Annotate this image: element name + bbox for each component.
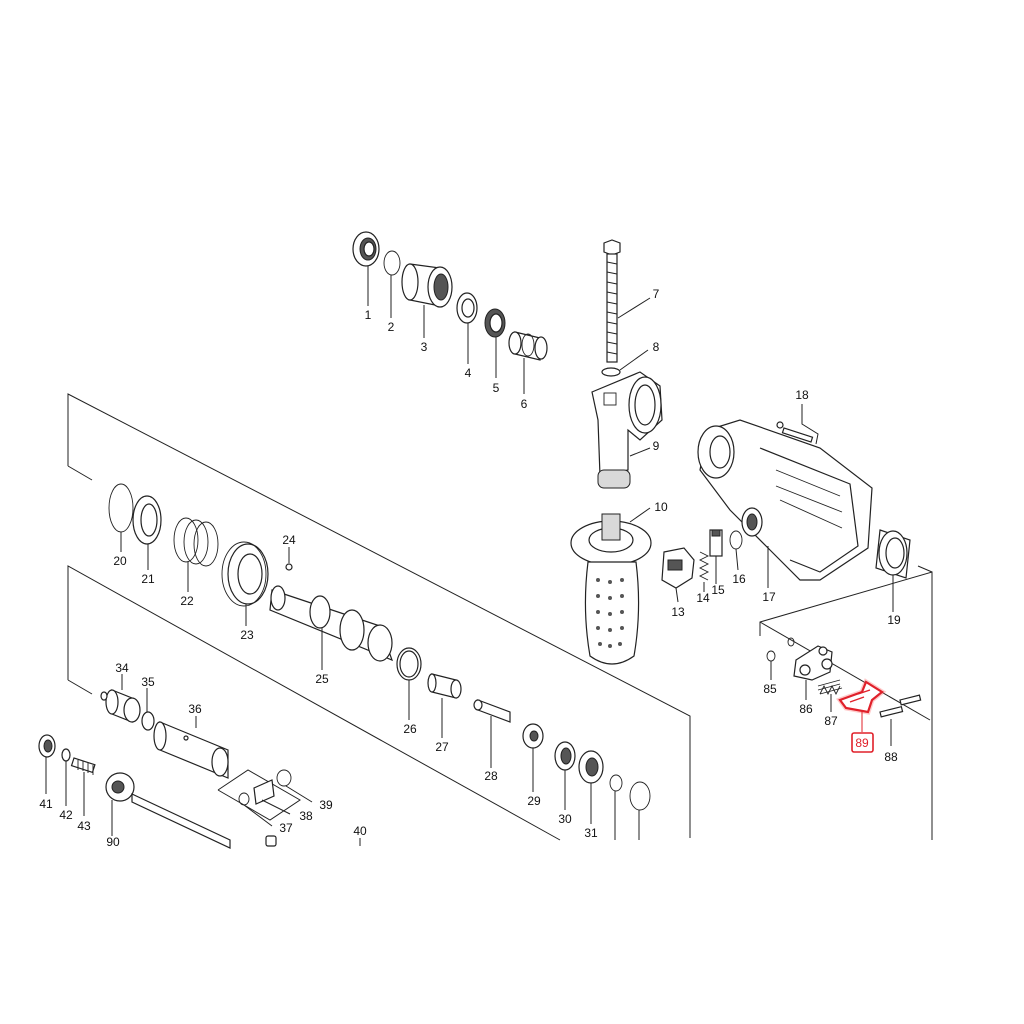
label-part-13: 13 <box>671 605 685 619</box>
part-85-ring <box>766 637 795 662</box>
part-27-sleeve <box>427 673 462 699</box>
part-18-screw <box>776 421 814 443</box>
highlight-box-89 <box>851 732 874 753</box>
part-43-shaft <box>70 757 96 775</box>
part-36-piston-cylinder <box>153 721 229 779</box>
label-part-21: 21 <box>141 572 155 586</box>
label-part-5: 5 <box>493 381 500 395</box>
label-part-85: 85 <box>763 682 777 696</box>
part-87-springs <box>817 679 843 696</box>
label-part-30: 30 <box>558 812 572 826</box>
label-part-3: 3 <box>421 340 428 354</box>
label-part-4: 4 <box>465 366 472 380</box>
group-outlines <box>67 393 933 841</box>
part-labels: 1 2 3 4 5 6 7 8 9 10 13 14 15 16 17 18 1… <box>39 287 901 849</box>
label-part-90: 90 <box>106 835 120 849</box>
label-part-18: 18 <box>795 388 809 402</box>
part-34-piston <box>100 689 141 723</box>
label-part-20: 20 <box>113 554 127 568</box>
label-part-35: 35 <box>141 675 155 689</box>
part-19-ring <box>875 529 911 579</box>
part-86-bracket <box>793 645 833 681</box>
label-part-86: 86 <box>799 702 813 716</box>
label-part-14: 14 <box>696 591 710 605</box>
label-part-38: 38 <box>299 809 313 823</box>
part-41-bearing <box>38 734 56 758</box>
label-part-40: 40 <box>353 824 367 838</box>
label-part-37: 37 <box>279 821 293 835</box>
label-part-6: 6 <box>521 397 528 411</box>
part-8-washer <box>601 367 621 377</box>
label-part-27: 27 <box>435 740 449 754</box>
label-part-42: 42 <box>59 808 73 822</box>
part-13-switch-block <box>661 547 695 589</box>
label-part-15: 15 <box>711 583 725 597</box>
part-15-lever <box>709 529 723 557</box>
label-part-2: 2 <box>388 320 395 334</box>
label-part-1: 1 <box>365 308 372 322</box>
part-17-gear-housing <box>697 419 873 581</box>
part-25-barrel <box>269 585 394 662</box>
part-2-ring <box>383 250 401 276</box>
part-40-pin <box>265 835 277 847</box>
part-26-o-ring <box>396 647 422 681</box>
label-part-43: 43 <box>77 819 91 833</box>
part-24-ball <box>285 563 293 571</box>
part-29-washer <box>522 723 544 749</box>
label-part-88: 88 <box>884 750 898 764</box>
label-part-22: 22 <box>180 594 194 608</box>
label-part-8: 8 <box>653 340 660 354</box>
part-1-oil-seal <box>352 231 380 267</box>
part-ring-extra <box>609 774 651 811</box>
label-part-36: 36 <box>188 702 202 716</box>
label-part-24: 24 <box>282 533 296 547</box>
part-14-spring <box>698 551 710 581</box>
part-30-bearing <box>554 741 576 771</box>
label-part-34: 34 <box>115 661 129 675</box>
part-23-gear <box>221 541 269 607</box>
part-4-washer <box>456 292 478 324</box>
part-42-washer <box>61 748 71 762</box>
part-31-bearing <box>578 750 604 784</box>
part-28-striker <box>473 699 511 723</box>
label-part-7: 7 <box>653 287 660 301</box>
label-part-16: 16 <box>732 572 746 586</box>
part-20-ring <box>108 483 134 533</box>
part-22-spring <box>173 517 219 567</box>
label-part-87: 87 <box>824 714 838 728</box>
label-part-10: 10 <box>654 500 668 514</box>
part-7-depth-rod <box>603 239 621 363</box>
label-part-25: 25 <box>315 672 329 686</box>
leader-lines <box>45 266 894 846</box>
label-part-31: 31 <box>584 826 598 840</box>
label-part-23: 23 <box>240 628 254 642</box>
part-89-lock-plate-highlighted <box>835 678 887 715</box>
part-10-side-handle <box>570 513 652 665</box>
part-5-washer <box>484 308 506 338</box>
part-16-o-ring <box>729 530 743 550</box>
label-part-17: 17 <box>762 590 776 604</box>
part-6-spring <box>508 331 548 361</box>
label-part-41: 41 <box>39 797 53 811</box>
part-3-sleeve <box>401 263 453 308</box>
label-part-26: 26 <box>403 722 417 736</box>
label-part-9: 9 <box>653 439 660 453</box>
part-21-spring-washer <box>132 495 162 545</box>
label-part-28: 28 <box>484 769 498 783</box>
label-part-19: 19 <box>887 613 901 627</box>
label-part-89: 89 <box>855 736 869 750</box>
part-9-grip-clamp <box>591 371 663 489</box>
part-35-o-ring <box>141 711 155 731</box>
label-part-39: 39 <box>319 798 333 812</box>
part-90-crank-shaft <box>105 772 231 849</box>
part-88-screw <box>879 694 922 718</box>
label-part-29: 29 <box>527 794 541 808</box>
part-37-38-39-pin-set <box>238 769 292 806</box>
